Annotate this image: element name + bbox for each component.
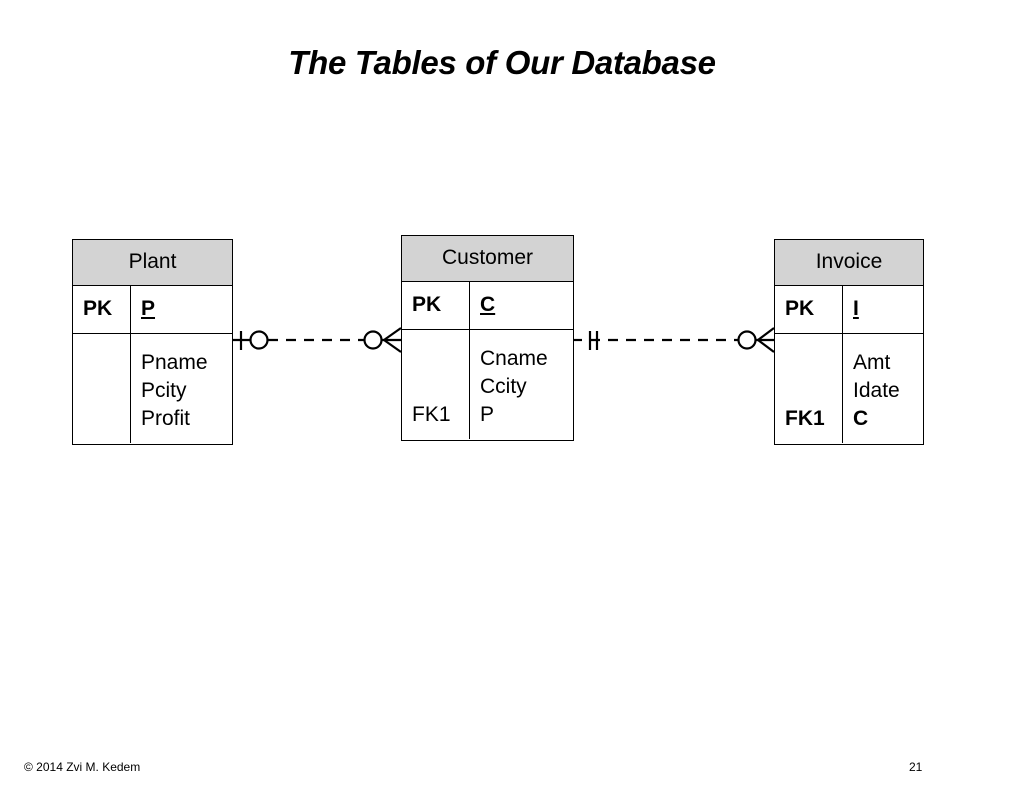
plant-pk-label: PK bbox=[83, 297, 113, 320]
plant-table-name: Plant bbox=[73, 240, 232, 286]
invoice-attribute: Amt bbox=[853, 351, 891, 374]
invoice-attribute: Idate bbox=[853, 379, 900, 402]
invoice-pk-attribute: I bbox=[853, 297, 859, 320]
customer-fk-label: FK1 bbox=[412, 403, 451, 426]
zero-circle bbox=[249, 330, 269, 350]
plant-attribute: Profit bbox=[141, 407, 191, 430]
copyright-footer: © 2014 Zvi M. Kedem bbox=[24, 760, 141, 774]
customer-attribute: Cname bbox=[480, 347, 548, 370]
invoice-pk-row: PK I bbox=[775, 286, 923, 334]
customer-attributes: Cname Ccity P FK1 bbox=[402, 330, 573, 439]
page-title: The Tables of Our Database bbox=[288, 44, 716, 81]
zero-circle bbox=[737, 330, 757, 350]
customer-table-name: Customer bbox=[402, 236, 573, 282]
plant-attributes: Pname Pcity Profit bbox=[73, 334, 232, 443]
crow-foot bbox=[757, 327, 775, 341]
zero-circle bbox=[363, 330, 383, 350]
customer-invoice-relationship bbox=[574, 327, 775, 353]
plant-pk-row: PK P bbox=[73, 286, 232, 334]
crow-foot bbox=[757, 339, 775, 353]
customer-table: Customer PK C Cname Ccity P FK1 bbox=[401, 235, 574, 441]
invoice-fk-label: FK1 bbox=[785, 407, 825, 430]
crow-foot bbox=[383, 327, 402, 341]
invoice-attribute: C bbox=[853, 407, 869, 430]
plant-attribute: Pcity bbox=[141, 379, 187, 402]
customer-pk-attribute: C bbox=[480, 293, 496, 316]
invoice-attributes: Amt Idate C FK1 bbox=[775, 334, 923, 443]
customer-pk-label: PK bbox=[412, 293, 442, 316]
plant-table: Plant PK P Pname Pcity Profit bbox=[72, 239, 233, 445]
plant-customer-relationship bbox=[233, 327, 402, 353]
customer-attribute: P bbox=[480, 403, 495, 426]
plant-pk-attribute: P bbox=[141, 297, 156, 320]
customer-attribute: Ccity bbox=[480, 375, 527, 398]
plant-attribute: Pname bbox=[141, 351, 208, 374]
invoice-table-name: Invoice bbox=[775, 240, 923, 286]
invoice-table: Invoice PK I Amt Idate C FK1 bbox=[774, 239, 924, 445]
customer-pk-row: PK C bbox=[402, 282, 573, 330]
crow-foot bbox=[383, 339, 402, 353]
page-number: 21 bbox=[909, 760, 923, 774]
invoice-pk-label: PK bbox=[785, 297, 815, 320]
